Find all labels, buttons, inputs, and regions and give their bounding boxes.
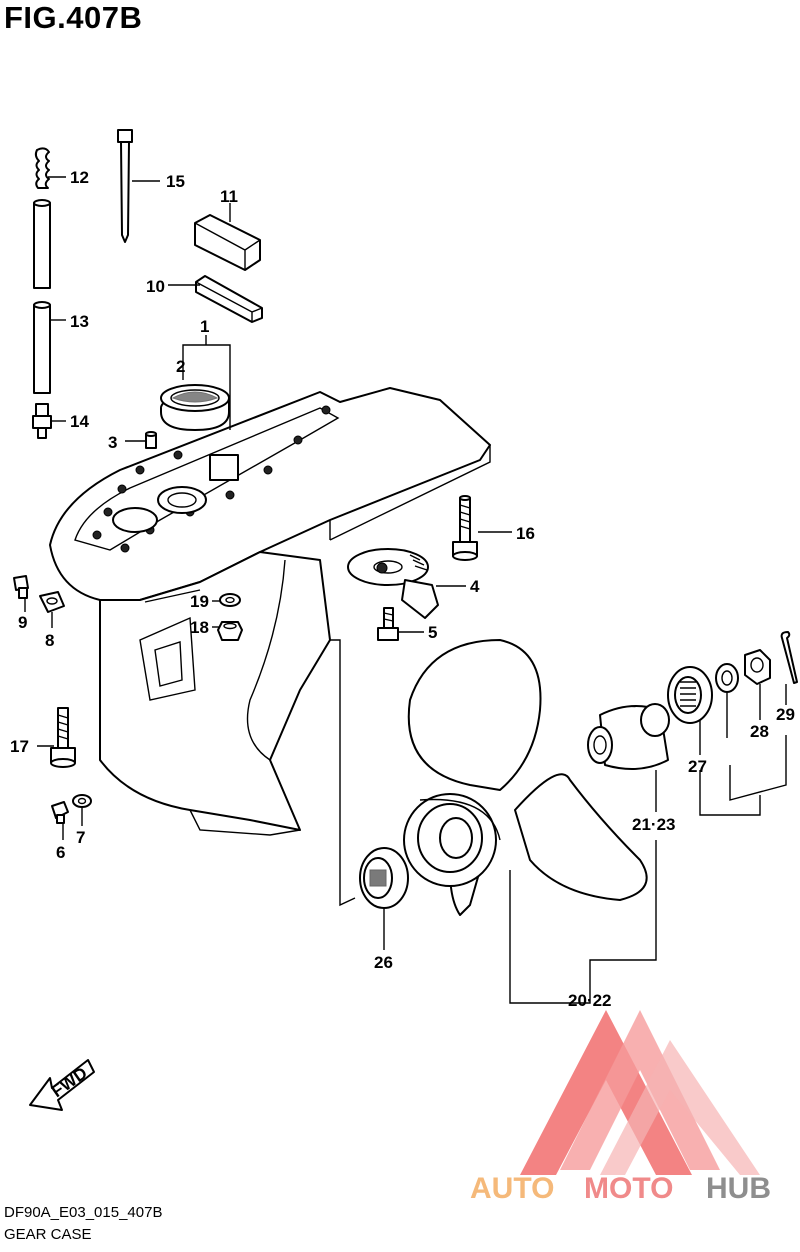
- part-21-23-bushing: [587, 703, 670, 770]
- callout-25: 27: [688, 757, 707, 776]
- fwd-direction-badge: FWD: [29, 1059, 95, 1111]
- part-18-nut: [217, 621, 243, 641]
- callout-26: 28: [750, 722, 769, 741]
- leader-lines: [24, 176, 787, 1004]
- part-8-collar: [39, 591, 65, 613]
- callout-5: 5: [428, 623, 437, 642]
- callout-1: 1: [200, 317, 209, 336]
- callout-7: 7: [76, 828, 85, 847]
- figure-title: FIG.407B: [4, 0, 143, 35]
- callout-9: 9: [18, 613, 27, 632]
- callout-6: 6: [56, 843, 65, 862]
- part-2-bearing: [160, 384, 230, 431]
- watermark-wordmark: AUTO MOTO HUB: [470, 1172, 771, 1205]
- callout-24: 26: [374, 953, 393, 972]
- callout-21-23: 21·23: [632, 815, 675, 834]
- callout-labels: 12 15 11 10 13 1 2 14 3 16 4 5 19 18 9 8…: [10, 168, 795, 1010]
- callout-12: 12: [70, 168, 89, 187]
- callout-13: 13: [70, 312, 89, 331]
- part-5-bolt: [377, 607, 399, 641]
- part-19-washer: [219, 593, 241, 607]
- part-7-washer: [72, 794, 92, 808]
- callout-10: 10: [146, 277, 165, 296]
- part-6-screw: [51, 801, 69, 824]
- callout-4: 4: [470, 577, 480, 596]
- part-3-dowel-pin: [145, 431, 157, 449]
- part-4-trim-tab: [347, 548, 439, 619]
- callout-16: 16: [516, 524, 535, 543]
- watermark-hub: HUB: [706, 1172, 771, 1205]
- callout-20-22: 20·22: [568, 991, 611, 1010]
- part-25-spacer: [667, 666, 713, 724]
- part-20-22-propeller: [403, 639, 648, 916]
- watermark-logo: [520, 1010, 760, 1175]
- part-16-bolt: [452, 495, 478, 561]
- part-11-block: [194, 214, 261, 271]
- part-13-water-tube: [33, 199, 51, 394]
- callout-8: 8: [45, 631, 54, 650]
- callout-15: 15: [166, 172, 185, 191]
- part-15-cable-tie: [117, 129, 133, 243]
- part-17-bolt: [50, 707, 76, 768]
- callout-2: 2: [176, 357, 185, 376]
- callout-11: 11: [220, 187, 238, 206]
- callout-27: 29: [776, 705, 795, 724]
- watermark-moto: MOTO: [584, 1172, 673, 1205]
- callout-17: 17: [10, 737, 29, 756]
- part-14-fitting: [32, 403, 52, 439]
- figure-name: GEAR CASE: [4, 1226, 92, 1243]
- part-12-grommet: [34, 147, 50, 189]
- callout-14: 14: [70, 412, 89, 431]
- callout-18: 18: [190, 618, 209, 637]
- part-24-thrust-washer: [359, 847, 409, 909]
- watermark-auto: AUTO: [470, 1172, 554, 1205]
- part-9-screw: [13, 575, 29, 599]
- part-10-plate: [195, 275, 263, 323]
- figure-code: DF90A_E03_015_407B: [4, 1204, 163, 1221]
- callout-3: 3: [108, 433, 117, 452]
- part-28-washer: [715, 663, 739, 693]
- part-1-gear-case: [49, 387, 491, 907]
- part-26-castle-nut: [744, 649, 771, 685]
- callout-19: 19: [190, 592, 209, 611]
- part-27-cotter-pin: [780, 631, 798, 684]
